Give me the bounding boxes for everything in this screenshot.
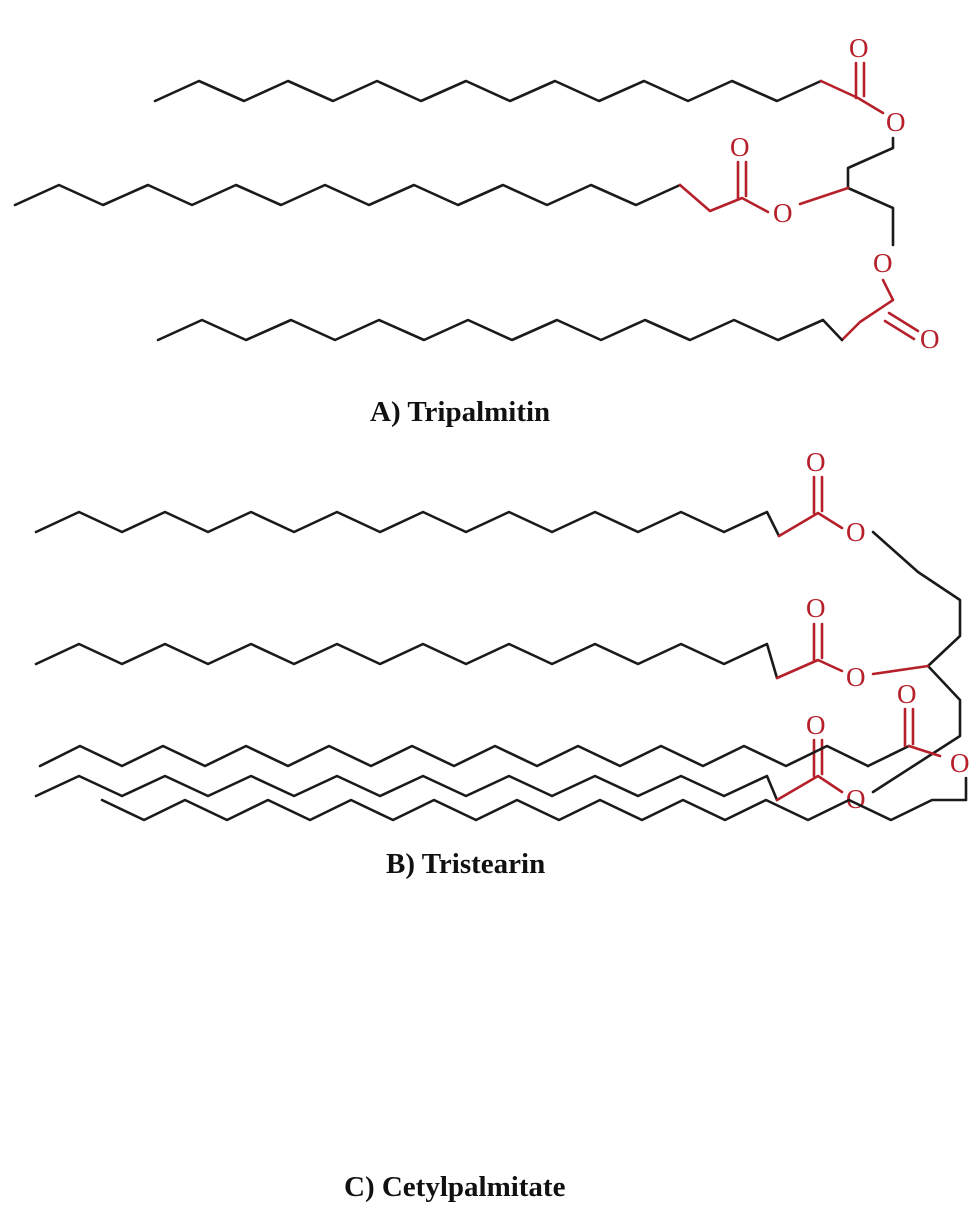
tristearin-fatty-chain-2 [34, 642, 779, 680]
tristearin-fatty-chain-3 [34, 774, 779, 802]
tristearin-ester-bond-1 [777, 511, 844, 538]
tripalmitin-oxygen-carbonyl-1: O [849, 33, 869, 63]
tristearin-oxygen-ester-1: O [846, 517, 866, 547]
tristearin-oxygen-ester-2: O [846, 662, 866, 692]
tripalmitin-ester-bond-3 [840, 278, 895, 342]
tripalmitin-ester-bond-1 [819, 79, 885, 115]
tripalmitin-ester-link-2 [798, 186, 850, 206]
cetylpalmitate-cetyl-chain [100, 776, 968, 822]
tripalmitin-oxygen-ester-1: O [886, 107, 906, 137]
tripalmitin-oxygen-carbonyl-2: O [730, 132, 750, 162]
tristearin-oxygen-carbonyl-2: O [806, 593, 826, 623]
cetylpalmitate-acyl-chain [38, 744, 870, 768]
tripalmitin-carbonyl-3a [887, 311, 920, 333]
tristearin-glycerol-backbone [871, 530, 962, 794]
cetylpalmitate-oxygen-ester: O [950, 748, 970, 778]
tripalmitin-fatty-chain-3 [156, 318, 844, 342]
cetylpalmitate-structure: O O C) Cetylpalmitate [38, 679, 970, 1203]
cetylpalmitate-carbonyl-carbon-bond [866, 744, 911, 768]
tripalmitin-caption: A) Tripalmitin [370, 396, 550, 428]
tripalmitin-ester-bond-2 [678, 183, 770, 214]
tristearin-ester-bond-2 [775, 658, 844, 680]
cetylpalmitate-ester-bond [907, 744, 942, 758]
tristearin-structure: O O O O O O B) Tristearin [34, 447, 962, 880]
tristearin-caption: B) Tristearin [386, 848, 545, 880]
tripalmitin-oxygen-ester-2: O [773, 198, 793, 228]
cetylpalmitate-oxygen-carbonyl: O [897, 679, 917, 709]
tripalmitin-fatty-chain-1 [153, 79, 823, 103]
tripalmitin-glycerol-backbone [846, 136, 895, 247]
cetylpalmitate-caption: C) Cetylpalmitate [344, 1171, 566, 1203]
tristearin-ester-bond-3 [775, 774, 844, 802]
tripalmitin-carbonyl-3b [883, 319, 916, 341]
tristearin-oxygen-carbonyl-3: O [806, 710, 826, 740]
tristearin-fatty-chain-1 [34, 510, 781, 538]
tristearin-oxygen-carbonyl-1: O [806, 447, 826, 477]
tripalmitin-fatty-chain-2 [13, 183, 682, 207]
tripalmitin-oxygen-ester-3: O [873, 248, 893, 278]
tripalmitin-oxygen-carbonyl-3: O [920, 324, 940, 354]
tripalmitin-structure: O O O O O O A) Tripalmitin [13, 33, 940, 428]
tristearin-ester-link-2 [871, 664, 930, 676]
